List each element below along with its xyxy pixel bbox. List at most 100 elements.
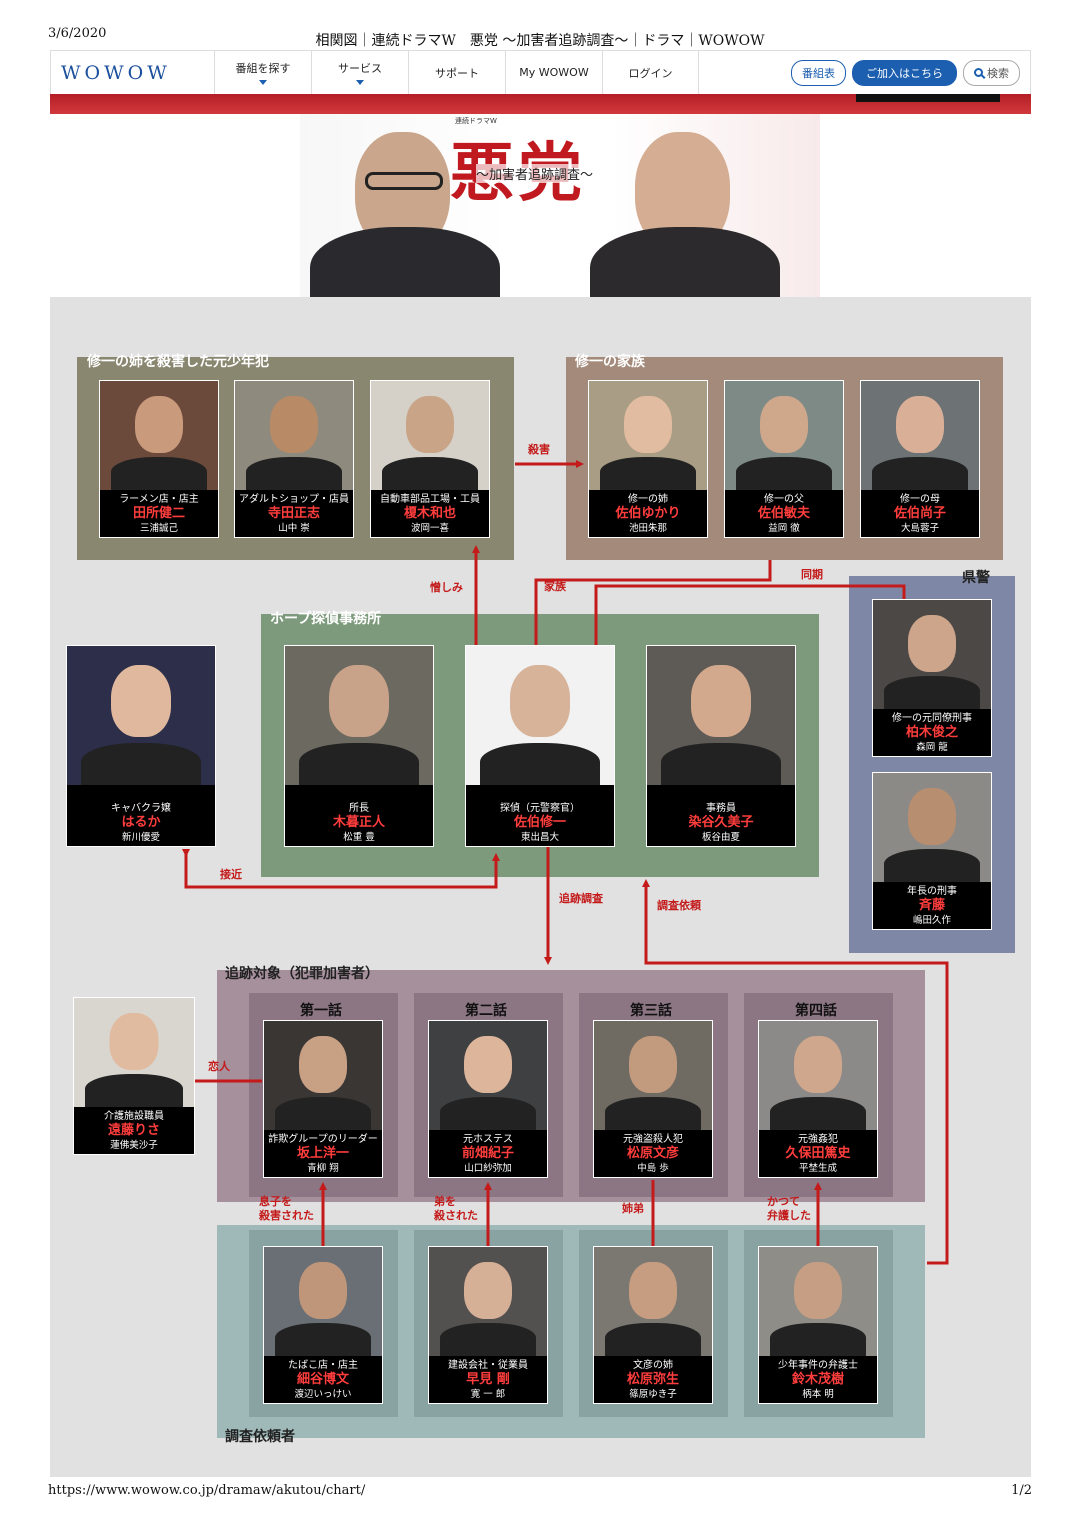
- actor-name: 平埜生成: [798, 1163, 837, 1174]
- character-name: 早見 剛: [466, 1372, 510, 1387]
- portrait-body: [661, 743, 781, 785]
- portrait-body: [884, 849, 980, 882]
- character-card-hayami[interactable]: 建設会社・従業員早見 剛寛 一 郎: [428, 1246, 548, 1404]
- character-photo: [74, 998, 194, 1107]
- character-photo: [759, 1021, 877, 1130]
- actor-name: 東出昌大: [520, 832, 559, 843]
- character-card-kigure[interactable]: 所長木暮正人松重 豊: [284, 645, 434, 847]
- character-caption: 探偵（元警察官）佐伯修一東出昌大: [466, 799, 614, 846]
- character-role: 修一の姉: [628, 494, 668, 505]
- character-name: 松原文彦: [626, 1146, 679, 1161]
- character-caption: 元ホステス前畑紀子山口紗弥加: [429, 1130, 547, 1177]
- actor-name: 大島蓉子: [900, 523, 939, 534]
- character-caption: たばこ店・店主細谷博文渡辺いっけい: [264, 1356, 382, 1403]
- character-caption: 詐欺グループのリーダー坂上洋一青柳 翔: [264, 1130, 382, 1177]
- character-card-someya[interactable]: 事務員染谷久美子板谷由夏: [646, 645, 796, 847]
- character-card-maehata[interactable]: 元ホステス前畑紀子山口紗弥加: [428, 1020, 548, 1178]
- character-card-terada[interactable]: アダルトショップ・店員寺田正志山中 崇: [234, 380, 354, 538]
- character-name: 佐伯ゆかり: [615, 506, 681, 521]
- character-card-yayoi[interactable]: 文彦の姉松原弥生篠原ゆき子: [593, 1246, 713, 1404]
- search-icon: [974, 68, 983, 77]
- actor-name: 山中 崇: [278, 523, 310, 534]
- nav-login[interactable]: ログイン: [602, 50, 699, 95]
- character-card-endo[interactable]: 介護施設職員遠藤りさ蓮佛美沙子: [73, 997, 195, 1155]
- nav-my-wowow[interactable]: My WOWOW: [505, 50, 602, 95]
- character-photo: [67, 646, 215, 785]
- actor-name: 森岡 龍: [916, 742, 948, 753]
- nav-services[interactable]: サービス: [311, 50, 408, 95]
- character-caption: 修一の父佐伯敏夫益岡 徹: [725, 490, 843, 537]
- relation-label-line: かつて: [767, 1195, 800, 1208]
- character-caption: 所長木暮正人松重 豊: [285, 799, 433, 846]
- character-photo: [861, 381, 979, 490]
- character-photo: [429, 1247, 547, 1356]
- character-role: 自動車部品工場・工員: [380, 494, 480, 505]
- character-photo: [100, 381, 218, 490]
- wowow-logo[interactable]: WOWOW: [61, 61, 171, 84]
- character-role: 建設会社・従業員: [448, 1360, 528, 1371]
- character-card-kubota[interactable]: 元強姦犯久保田篤史平埜生成: [758, 1020, 878, 1178]
- character-name: 榎木和也: [403, 506, 456, 521]
- portrait-body: [81, 743, 201, 785]
- character-caption: 年長の刑事斉藤嶋田久作: [873, 882, 991, 929]
- portrait-face: [329, 665, 389, 737]
- character-role: たばこ店・店主: [288, 1360, 358, 1371]
- portrait-body: [85, 1074, 183, 1107]
- character-role: アダルトショップ・店員: [239, 494, 349, 505]
- character-photo: [429, 1021, 547, 1130]
- actor-name: 渡辺いっけい: [294, 1389, 352, 1400]
- actor-name: 新川優愛: [121, 832, 160, 843]
- character-card-yukari[interactable]: 修一の姉佐伯ゆかり池田朱那: [588, 380, 708, 538]
- portrait-face: [629, 1262, 677, 1319]
- character-card-naoko[interactable]: 修一の母佐伯尚子大島蓉子: [860, 380, 980, 538]
- chevron-down-icon: [356, 80, 364, 85]
- character-name: 細谷博文: [296, 1372, 349, 1387]
- character-card-shuichi[interactable]: 探偵（元警察官）佐伯修一東出昌大: [465, 645, 615, 847]
- character-card-suzuki[interactable]: 少年事件の弁護士鈴木茂樹柄本 明: [758, 1246, 878, 1404]
- portrait-body: [605, 1323, 701, 1356]
- relation-label-approach: 接近: [220, 868, 242, 881]
- character-name: 染谷久美子: [688, 815, 754, 830]
- actor-name: 蓮佛美沙子: [110, 1140, 158, 1151]
- character-card-enoki[interactable]: 自動車部品工場・工員榎木和也波岡一喜: [370, 380, 490, 538]
- character-card-haruka[interactable]: キャバクラ嬢はるか新川優愛: [66, 645, 216, 847]
- nav-find-programs[interactable]: 番組を探す: [214, 50, 311, 95]
- group-label-clients: 調査依頼者: [225, 1429, 295, 1445]
- character-role: 少年事件の弁護士: [778, 1360, 858, 1371]
- relation-label-lover: 恋人: [208, 1060, 230, 1073]
- character-card-tadokoro[interactable]: ラーメン店・店主田所健二三浦誠己: [99, 380, 219, 538]
- program-table-button[interactable]: 番組表: [791, 59, 846, 86]
- character-card-hosoya[interactable]: たばこ店・店主細谷博文渡辺いっけい: [263, 1246, 383, 1404]
- print-page-title: 相関図｜連続ドラマW 悪党 〜加害者追跡調査〜｜ドラマ｜WOWOW: [315, 33, 765, 49]
- character-role: 文彦の姉: [633, 1360, 673, 1371]
- character-card-kashiwagi[interactable]: 修一の元同僚刑事柏木俊之森岡 龍: [872, 599, 992, 757]
- character-photo: [264, 1021, 382, 1130]
- nav-label: ログイン: [628, 66, 673, 80]
- search-button[interactable]: 検索: [963, 59, 1020, 86]
- relation-label-request: 調査依頼: [657, 899, 701, 912]
- character-card-saito[interactable]: 年長の刑事斉藤嶋田久作: [872, 772, 992, 930]
- portrait-body: [770, 1097, 866, 1130]
- character-name: 佐伯修一: [513, 815, 566, 830]
- episode-header-4: 第四話: [795, 1003, 837, 1019]
- character-role: 探偵（元警察官）: [500, 803, 580, 814]
- character-name: 遠藤りさ: [107, 1123, 160, 1138]
- character-card-matsubara[interactable]: 元強盗殺人犯松原文彦中島 歩: [593, 1020, 713, 1178]
- character-card-sakagami[interactable]: 詐欺グループのリーダー坂上洋一青柳 翔: [263, 1020, 383, 1178]
- join-button[interactable]: ご加入はこちら: [852, 59, 957, 86]
- relation-label-murder: 殺害: [528, 443, 550, 456]
- relation-label-tracking: 追跡調査: [559, 892, 603, 905]
- hero-key-visual: 連続ドラマW 悪党 〜加害者追跡調査〜: [300, 114, 820, 297]
- episode-header-1: 第一話: [300, 1003, 342, 1019]
- portrait-face: [908, 615, 956, 672]
- group-label-police: 県警: [962, 570, 990, 586]
- portrait-face: [464, 1262, 512, 1319]
- nav-support[interactable]: サポート: [408, 50, 505, 95]
- hero-subtitle: 〜加害者追跡調査〜: [476, 164, 594, 183]
- actor-name: 松重 豊: [343, 832, 375, 843]
- character-card-toshio[interactable]: 修一の父佐伯敏夫益岡 徹: [724, 380, 844, 538]
- character-photo: [594, 1247, 712, 1356]
- portrait-body: [600, 457, 696, 490]
- character-name: はるか: [121, 815, 161, 830]
- character-role: 元強姦犯: [798, 1134, 838, 1145]
